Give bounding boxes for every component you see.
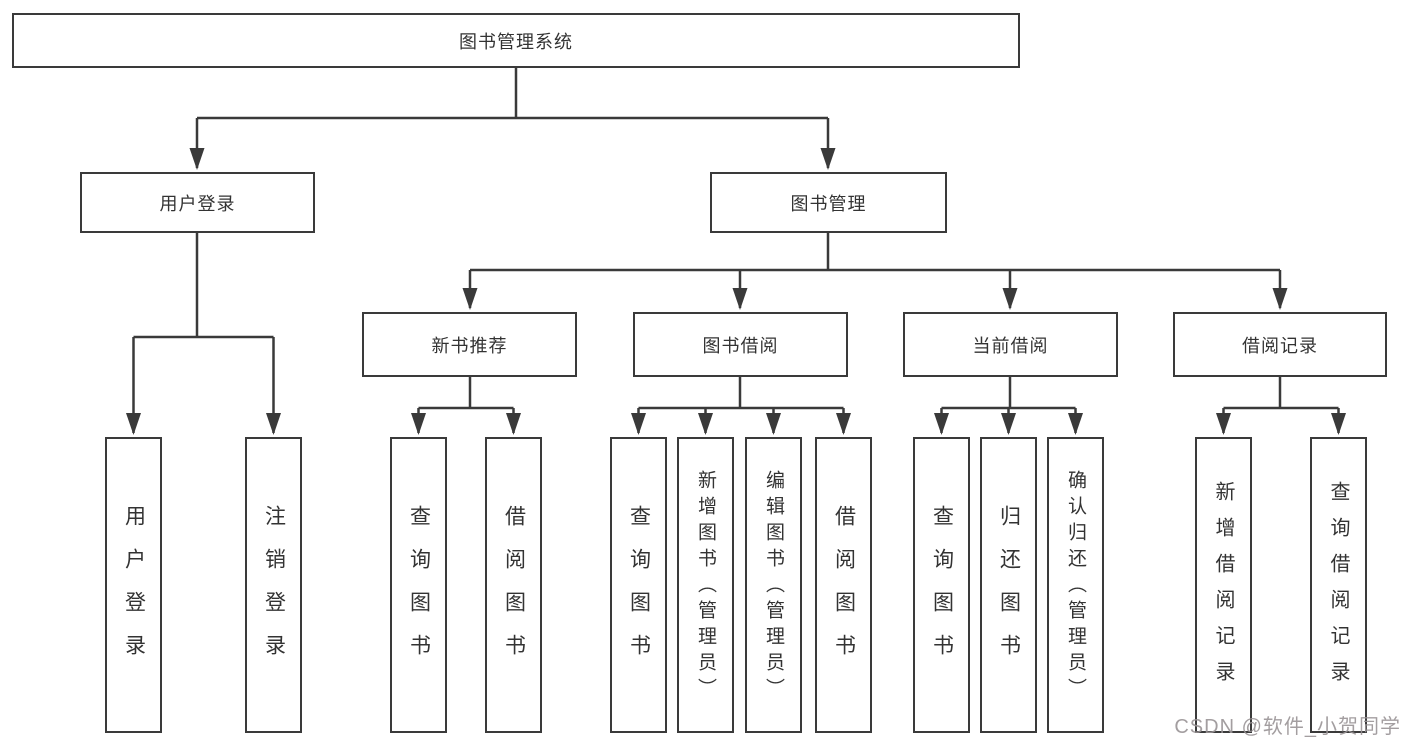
node-label: 当前借阅 [972, 335, 1049, 356]
node-label: 用户登录 [159, 193, 236, 214]
node-label: 图书借阅 [702, 335, 779, 356]
tree-edges [132, 68, 1340, 433]
node-book-borrow: 图书借阅 [633, 312, 848, 377]
node-label: 图书管理系统 [459, 31, 573, 52]
node-label: 查询借阅记录 [1327, 481, 1349, 697]
csdn-watermark: CSDN @软件_小贺同学 [1174, 716, 1401, 738]
node-label: 借阅记录 [1242, 335, 1318, 356]
node-label: 确认归还（管理员） [1065, 470, 1086, 704]
leaf-query-books-borrow: 查询图书 [610, 437, 667, 733]
node-user-login: 用户登录 [80, 172, 315, 233]
node-label: 查询图书 [930, 504, 954, 677]
node-label: 借阅图书 [502, 504, 526, 677]
leaf-borrow-books: 借阅图书 [815, 437, 872, 733]
node-label: 查询图书 [627, 504, 651, 677]
node-label: 新书推荐 [431, 335, 508, 356]
node-label: 用户登录 [122, 504, 146, 677]
leaf-query-borrow-record: 查询借阅记录 [1310, 437, 1367, 733]
leaf-query-books-recommend: 查询图书 [390, 437, 447, 733]
leaf-add-book-admin: 新增图书（管理员） [677, 437, 734, 733]
leaf-confirm-return-admin: 确认归还（管理员） [1047, 437, 1104, 733]
node-borrow-records: 借阅记录 [1173, 312, 1387, 377]
node-label: 编辑图书（管理员） [763, 470, 784, 704]
node-label: 新增借阅记录 [1212, 481, 1234, 697]
leaf-edit-book-admin: 编辑图书（管理员） [745, 437, 802, 733]
leaf-borrow-books-recommend: 借阅图书 [485, 437, 542, 733]
node-label: 查询图书 [407, 504, 431, 677]
node-library-management-system: 图书管理系统 [12, 13, 1020, 68]
leaf-logout: 注销登录 [245, 437, 302, 733]
node-book-management: 图书管理 [710, 172, 947, 233]
node-current-borrow: 当前借阅 [903, 312, 1118, 377]
node-label: 新增图书（管理员） [695, 470, 716, 704]
node-label: 归还图书 [997, 504, 1021, 677]
node-new-book-recommend: 新书推荐 [362, 312, 577, 377]
leaf-add-borrow-record: 新增借阅记录 [1195, 437, 1252, 733]
leaf-return-book: 归还图书 [980, 437, 1037, 733]
node-label: 借阅图书 [832, 504, 856, 677]
leaf-query-books-current: 查询图书 [913, 437, 970, 733]
arrowhead-icons [126, 148, 1346, 435]
node-label: 图书管理 [790, 193, 867, 214]
node-label: 注销登录 [262, 504, 286, 677]
leaf-user-login: 用户登录 [105, 437, 162, 733]
